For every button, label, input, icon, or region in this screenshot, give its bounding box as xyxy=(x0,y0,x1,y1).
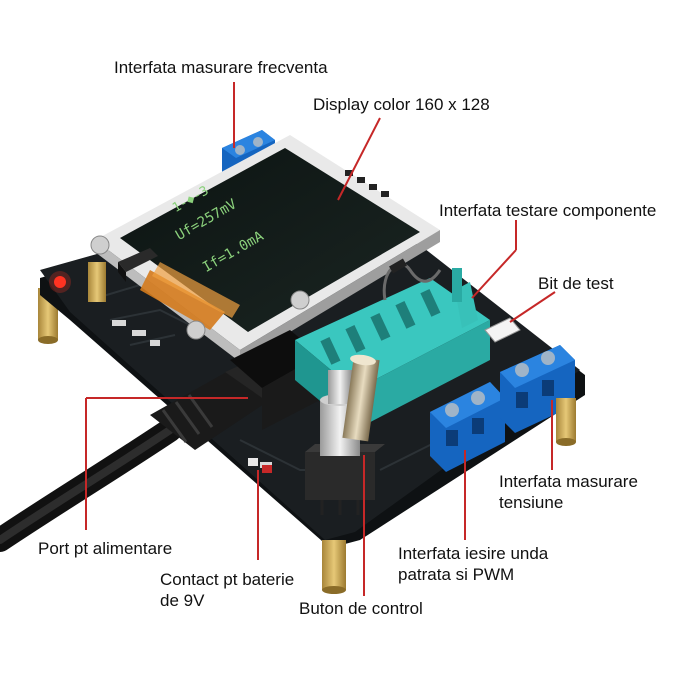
label-control-button: Buton de control xyxy=(299,599,423,618)
zif-socket xyxy=(295,258,490,430)
lcd-module xyxy=(95,135,440,362)
screen-screws xyxy=(90,235,310,340)
label-voltage-line-2: tensiune xyxy=(499,493,564,512)
label-battery-contact: Contact pt baterie de 9V xyxy=(160,569,294,611)
pin-header-left xyxy=(118,248,158,282)
label-square-wave-line-2: patrata si PWM xyxy=(398,565,515,584)
label-square-wave-interface: Interfata iesire unda patrata si PWM xyxy=(398,543,548,585)
battery-contact xyxy=(248,458,272,473)
label-power-port: Port pt alimentare xyxy=(38,539,173,558)
leader-lines xyxy=(85,82,556,596)
label-square-wave-line-1: Interfata iesire unda xyxy=(398,544,549,563)
label-voltage-line-1: Interfata masurare xyxy=(499,472,638,491)
standoff-top-left xyxy=(88,262,106,302)
square-wave-terminal-block xyxy=(430,382,505,472)
label-voltage-interface: Interfata masurare tensiune xyxy=(499,471,638,513)
label-battery-line-2: de 9V xyxy=(160,591,205,610)
label-frequency-interface: Interfata masurare frecventa xyxy=(114,58,328,77)
standoff-front-left xyxy=(322,540,346,594)
standoff-front-right xyxy=(556,398,576,446)
test-bit-pad xyxy=(484,317,521,343)
label-battery-line-1: Contact pt baterie xyxy=(160,570,295,589)
label-component-test-interface: Interfata testare componente xyxy=(439,201,657,220)
label-test-bit: Bit de test xyxy=(538,274,614,293)
label-color-display: Display color 160 x 128 xyxy=(313,95,490,114)
